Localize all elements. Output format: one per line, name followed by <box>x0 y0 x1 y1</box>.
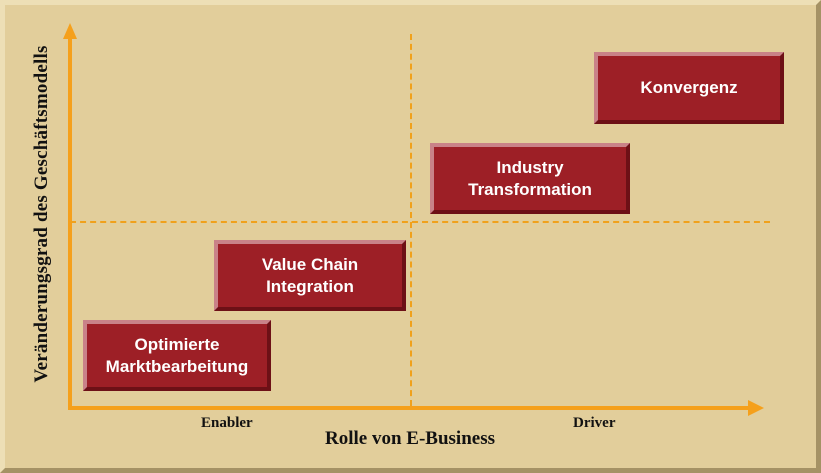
plot-area: Veränderungsgrad des Geschäftsmodells Ro… <box>5 5 816 468</box>
stage-box-line: Marktbearbeitung <box>105 356 249 376</box>
stage-box-industry-transformation[interactable]: Industry Transformation <box>430 143 630 214</box>
horizontal-quadrant-divider <box>70 221 770 223</box>
vertical-quadrant-divider <box>410 34 412 406</box>
stage-box-text: Konvergenz <box>640 77 737 98</box>
x-tick-label-enabler: Enabler <box>201 415 253 431</box>
x-axis-title: Rolle von E-Business <box>325 428 495 449</box>
stage-box-optimierte-marktbearbeitung[interactable]: Optimierte Marktbearbeitung <box>83 320 271 391</box>
stage-box-line: Transformation <box>468 179 592 199</box>
y-axis-arrowhead-icon <box>63 23 77 39</box>
stage-box-value-chain-integration[interactable]: Value Chain Integration <box>214 240 406 311</box>
x-axis-arrowhead-icon <box>748 400 764 416</box>
y-axis-title: Veränderungsgrad des Geschäftsmodells <box>31 45 52 383</box>
stage-box-text: Value Chain Integration <box>262 254 358 297</box>
stage-box-line: Value Chain <box>261 255 359 275</box>
stage-box-line: Integration <box>266 276 354 296</box>
x-axis-line <box>68 406 756 410</box>
stage-box-line: Industry <box>496 158 564 178</box>
stage-box-text: Industry Transformation <box>468 157 592 200</box>
stage-box-line: Konvergenz <box>640 78 738 98</box>
stage-box-text: Optimierte Marktbearbeitung <box>106 334 249 377</box>
x-tick-label-driver: Driver <box>573 415 616 431</box>
stage-box-line: Optimierte <box>134 335 220 355</box>
stage-box-konvergenz[interactable]: Konvergenz <box>594 52 784 124</box>
